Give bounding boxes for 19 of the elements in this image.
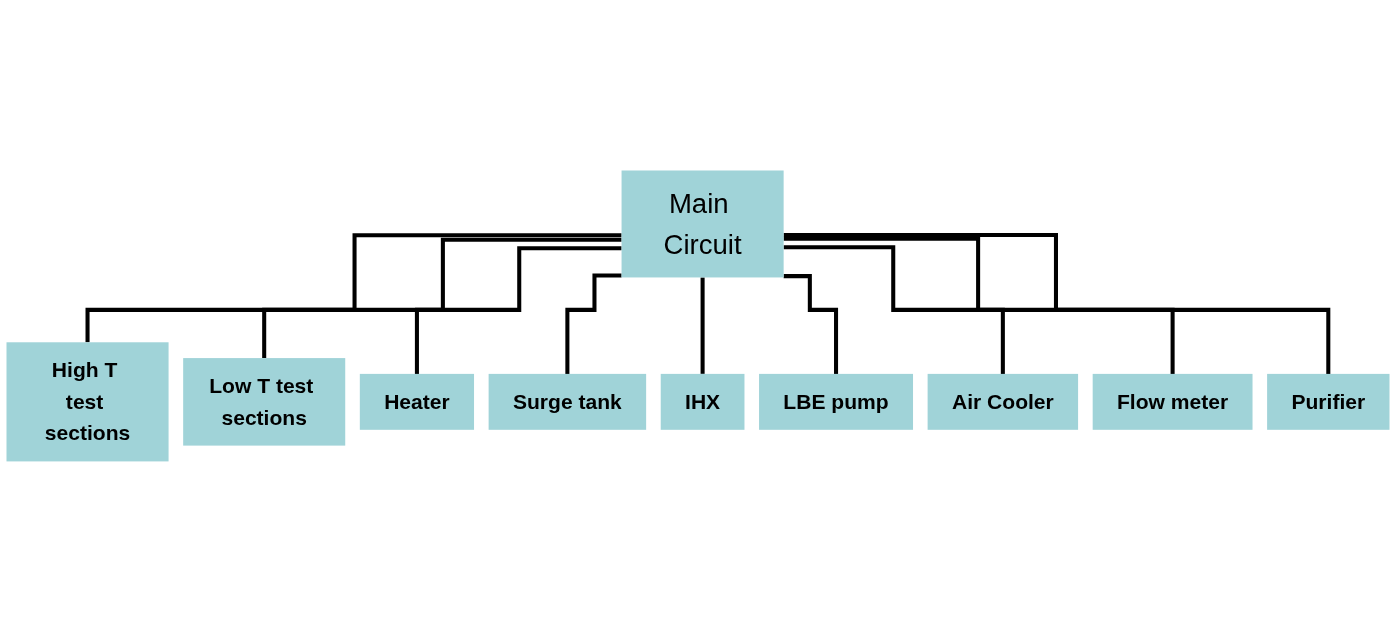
- connector: [85, 233, 622, 345]
- node-box: IHX: [660, 373, 745, 430]
- connector: [783, 236, 1175, 376]
- connector: [414, 246, 622, 376]
- connector: [262, 237, 622, 361]
- connector: [783, 245, 1005, 376]
- node-box: High T test sections: [6, 342, 169, 462]
- node-box: Low T test sections: [183, 358, 346, 446]
- node-box: Air Cooler: [927, 373, 1079, 430]
- connector: [565, 273, 622, 376]
- connector: [783, 274, 839, 376]
- connector: [783, 233, 1331, 376]
- connector: [700, 275, 705, 376]
- node-box: Heater: [359, 373, 475, 430]
- node-box: Flow meter: [1092, 373, 1253, 430]
- node-box: Surge tank: [488, 373, 647, 430]
- node-box: LBE pump: [759, 373, 914, 430]
- node-box: Main Circuit: [621, 170, 784, 278]
- node-box: Purifier: [1267, 373, 1390, 430]
